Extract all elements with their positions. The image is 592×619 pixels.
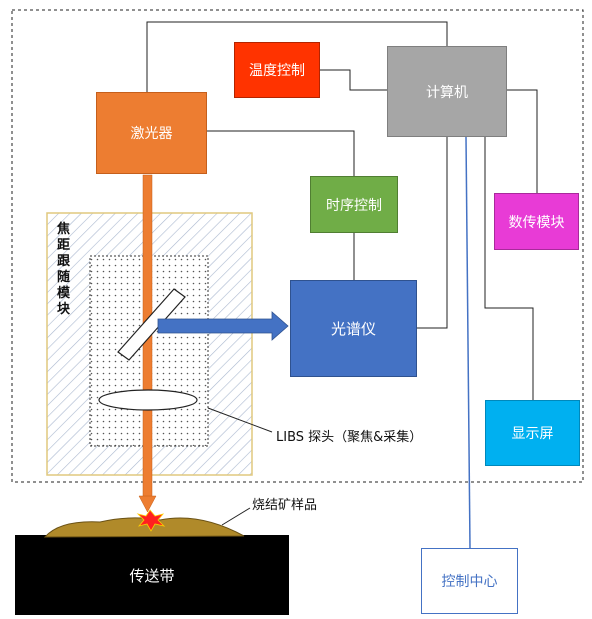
data-transmission-block: 数传模块 bbox=[494, 193, 579, 250]
laser-beam-arrowhead bbox=[138, 495, 157, 513]
computer-to-spectrometer-line bbox=[417, 137, 448, 329]
conveyor-belt bbox=[15, 535, 289, 615]
spectrometer-block: 光谱仪 bbox=[290, 280, 417, 377]
laser-to-computer-line bbox=[146, 21, 448, 92]
laser-to-timing-line bbox=[207, 130, 355, 176]
computer-to-display-line bbox=[484, 137, 534, 400]
focusing-lens bbox=[98, 389, 198, 411]
focus-tracking-module-label: 焦距跟随模块 bbox=[57, 222, 71, 317]
timing-control-block: 时序控制 bbox=[310, 176, 398, 233]
libs-probe-label: LIBS 探头（聚焦&采集） bbox=[276, 430, 423, 445]
sample-label-pointer bbox=[221, 507, 251, 526]
control-center-block: 控制中心 bbox=[421, 548, 518, 614]
sinter-sample-label: 烧结矿样品 bbox=[252, 498, 318, 513]
computer-to-datatx-line bbox=[507, 89, 538, 193]
spectrum-arrow bbox=[157, 311, 289, 341]
system-boundary bbox=[11, 9, 584, 483]
probe-label-pointer bbox=[207, 407, 273, 433]
laser-block: 激光器 bbox=[96, 92, 207, 174]
conveyor-belt-label: 传送带 bbox=[129, 566, 175, 585]
computer-to-control-center-line bbox=[465, 136, 471, 549]
dichroic-mirror bbox=[117, 288, 186, 361]
computer-block: 计算机 bbox=[387, 46, 507, 137]
laser-spark bbox=[136, 509, 166, 532]
display-block: 显示屏 bbox=[485, 400, 580, 466]
sinter-sample bbox=[43, 517, 245, 538]
temp-control-block: 温度控制 bbox=[234, 42, 320, 98]
temp-to-computer-line bbox=[320, 69, 387, 91]
